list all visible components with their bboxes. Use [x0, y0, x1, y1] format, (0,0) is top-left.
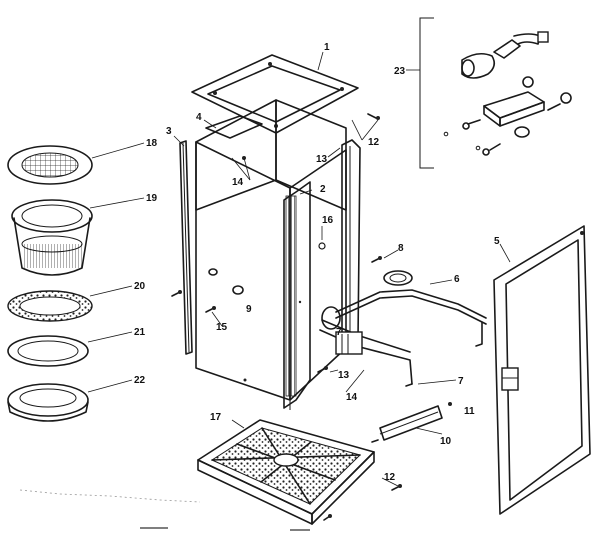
- scan-noise: [19, 489, 310, 531]
- callout-6: 6: [454, 274, 460, 285]
- drip-rack-part: [319, 270, 487, 387]
- bracket-part: [379, 405, 443, 441]
- callout-11: 11: [464, 406, 475, 417]
- callout-5: 5: [494, 236, 500, 247]
- callout-12-bottom: 12: [384, 472, 396, 483]
- door-part: [493, 225, 591, 515]
- leader-lines: [87, 51, 511, 487]
- callout-labels: 1 2 3 4 5 6 7 7 8 9 10 11 12 12 13 13 14…: [134, 42, 500, 483]
- gasket-part: [7, 290, 93, 322]
- washer-part: [7, 335, 89, 367]
- callout-14-bottom: 14: [346, 392, 358, 403]
- strainer-part: [7, 145, 93, 185]
- callout-16: 16: [322, 215, 334, 226]
- callout-2: 2: [320, 184, 326, 195]
- locknut-part: [7, 383, 89, 422]
- cabinet-body-part: [195, 99, 347, 410]
- callout-17: 17: [210, 412, 222, 423]
- callout-7-right: 7: [458, 376, 464, 387]
- faucet-assembly-part: [419, 17, 572, 169]
- top-frame-part: [191, 54, 359, 134]
- callout-7-left: 7: [336, 327, 342, 338]
- callout-4: 4: [196, 112, 202, 123]
- callout-3: 3: [166, 126, 172, 137]
- callout-15: 15: [216, 322, 228, 333]
- callout-18: 18: [146, 138, 158, 149]
- callout-21: 21: [134, 327, 146, 338]
- callout-10: 10: [440, 436, 452, 447]
- callout-20: 20: [134, 281, 146, 292]
- callout-9: 9: [246, 304, 252, 315]
- divider-part: [205, 115, 263, 139]
- base-part: [197, 419, 375, 525]
- basket-part: [11, 199, 93, 276]
- callout-8: 8: [398, 243, 404, 254]
- callout-14-top: 14: [232, 177, 244, 188]
- corner-trim-part: [341, 139, 361, 349]
- trim-strip-part: [179, 140, 193, 355]
- callout-22: 22: [134, 375, 146, 386]
- callout-19: 19: [146, 193, 158, 204]
- callout-13-bottom: 13: [338, 370, 350, 381]
- callout-13-top: 13: [316, 154, 328, 165]
- callout-1: 1: [324, 42, 330, 53]
- hardware-screws: [171, 113, 452, 521]
- callout-12-top: 12: [368, 137, 380, 148]
- callout-23: 23: [394, 66, 406, 77]
